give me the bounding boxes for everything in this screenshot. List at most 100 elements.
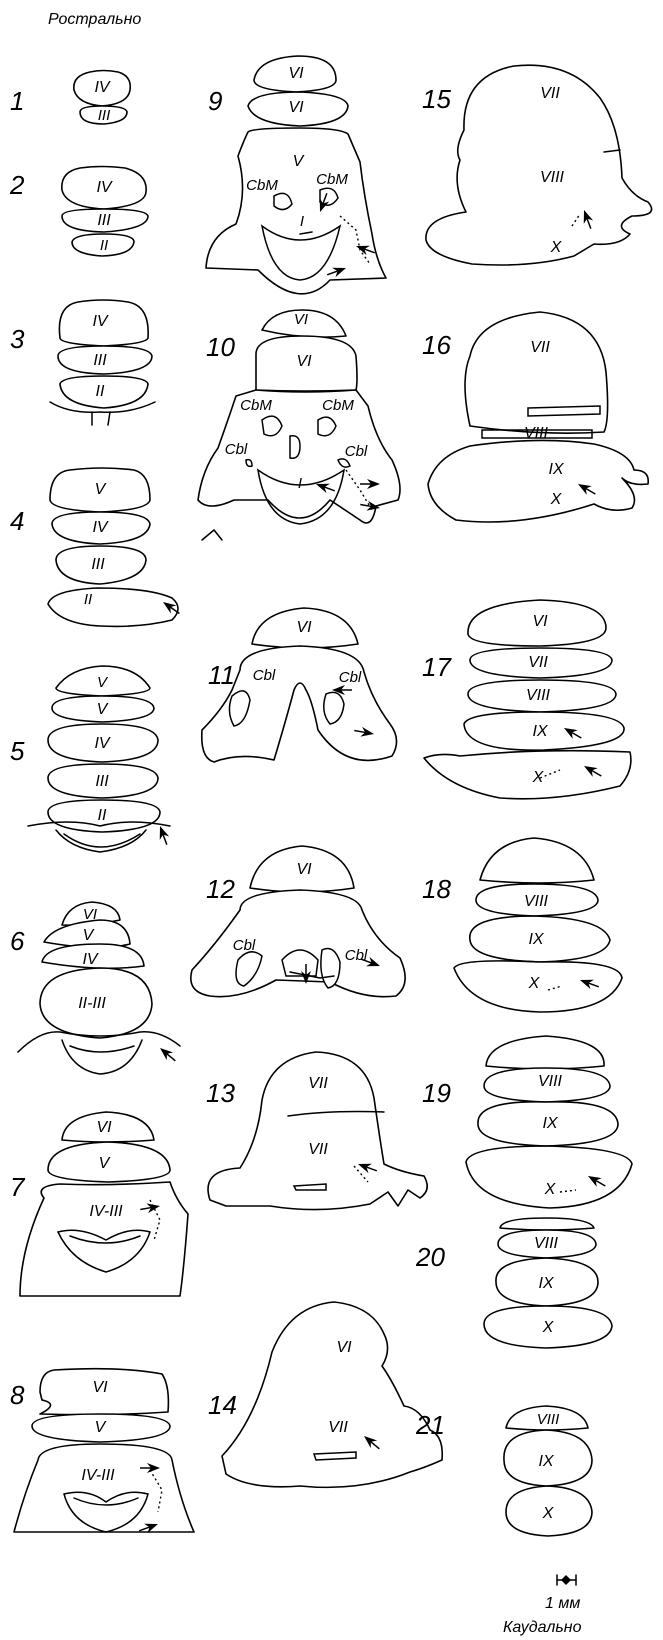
region-label: VIII bbox=[538, 1073, 563, 1090]
region-label: IX bbox=[528, 931, 544, 948]
region-label: I bbox=[300, 213, 304, 230]
region-label: VI bbox=[92, 1379, 108, 1396]
section-15: 15 VII VIII X bbox=[422, 65, 652, 265]
region-label: II bbox=[100, 237, 108, 254]
panel-number: 6 bbox=[10, 926, 25, 956]
section-21: 21 VIII IX X bbox=[415, 1406, 592, 1536]
region-label: IV bbox=[92, 313, 108, 330]
region-label: VII bbox=[528, 654, 548, 671]
region-label: Cbl bbox=[339, 669, 362, 686]
region-label: V bbox=[97, 701, 109, 718]
region-label: IV bbox=[94, 79, 110, 96]
section-14: 14 VI VII bbox=[208, 1302, 442, 1487]
region-label: IX bbox=[538, 1453, 554, 1470]
region-label: VIII bbox=[540, 169, 565, 186]
region-label: III bbox=[97, 212, 111, 229]
panel-number: 8 bbox=[10, 1380, 25, 1410]
caudal-caption: Каудально bbox=[503, 1619, 582, 1636]
region-label: V bbox=[99, 1155, 111, 1172]
panel-number: 17 bbox=[422, 652, 452, 682]
panel-number: 7 bbox=[10, 1172, 26, 1202]
region-label: VII bbox=[530, 339, 550, 356]
section-2: 2 IV III II bbox=[9, 167, 148, 257]
region-label: VI bbox=[294, 311, 308, 328]
panel-number: 9 bbox=[208, 86, 222, 116]
section-1: 1 IV III bbox=[10, 71, 130, 125]
region-label: IX bbox=[532, 723, 548, 740]
region-label: X bbox=[544, 1181, 557, 1198]
panel-number: 21 bbox=[415, 1410, 445, 1440]
region-label: IV-III bbox=[89, 1203, 123, 1220]
region-label: III bbox=[91, 556, 105, 573]
region-label: IX bbox=[538, 1275, 554, 1292]
panel-number: 1 bbox=[10, 86, 24, 116]
section-9: 9 VI VI V CbM CbM I bbox=[206, 56, 386, 294]
region-label: VI bbox=[83, 906, 97, 923]
section-13: 13 VII VII bbox=[206, 1052, 427, 1210]
section-5: 5 V V IV III II bbox=[10, 666, 172, 852]
region-label: X bbox=[550, 491, 563, 508]
region-label: VII bbox=[540, 85, 560, 102]
region-label: VI bbox=[288, 65, 304, 82]
region-label: Cbl bbox=[253, 667, 276, 684]
section-7: 7 VI V IV-III bbox=[10, 1112, 188, 1296]
region-label: VI bbox=[96, 1119, 112, 1136]
region-label: Cbl bbox=[225, 441, 248, 458]
panel-number: 10 bbox=[206, 332, 235, 362]
region-label: I bbox=[298, 475, 302, 492]
region-label: IV bbox=[92, 519, 108, 536]
panel-number: 11 bbox=[208, 660, 235, 690]
section-8: 8 VI V IV-III bbox=[10, 1369, 194, 1536]
region-label: VIII bbox=[537, 1411, 560, 1428]
region-label: CbM bbox=[240, 397, 272, 414]
region-label: X bbox=[528, 975, 541, 992]
panel-number: 20 bbox=[415, 1242, 445, 1272]
section-20: 20 VIII IX X bbox=[415, 1218, 612, 1348]
region-label: V bbox=[95, 1419, 107, 1436]
panel-number: 2 bbox=[9, 170, 25, 200]
panel-number: 3 bbox=[10, 324, 25, 354]
region-label: II-III bbox=[78, 995, 106, 1012]
region-label: VII bbox=[328, 1419, 348, 1436]
region-label: VIII bbox=[534, 1235, 559, 1252]
region-label: VI bbox=[336, 1339, 352, 1356]
section-18: 18 VIII IX X bbox=[422, 838, 622, 1012]
panel-number: 13 bbox=[206, 1078, 235, 1108]
region-label: VII bbox=[308, 1075, 328, 1092]
region-label: X bbox=[532, 769, 545, 786]
region-label: CbM bbox=[322, 397, 354, 414]
region-label: IV bbox=[94, 735, 110, 752]
section-17: 17 VI VII VIII IX X bbox=[422, 600, 631, 799]
panel-number: 18 bbox=[422, 874, 451, 904]
section-6: 6 VI V IV II-III bbox=[10, 902, 180, 1074]
region-label: VI bbox=[288, 99, 304, 116]
region-label: VI bbox=[532, 613, 548, 630]
panel-number: 16 bbox=[422, 330, 451, 360]
section-3: 3 IV III II bbox=[10, 300, 155, 425]
region-label: Cbl bbox=[345, 443, 368, 460]
region-label: IV bbox=[82, 951, 98, 968]
region-label: Cbl bbox=[233, 937, 256, 954]
region-label: X bbox=[542, 1505, 555, 1522]
region-label: VI bbox=[296, 353, 312, 370]
region-label: IX bbox=[542, 1115, 558, 1132]
panel-number: 12 bbox=[206, 874, 235, 904]
section-10: 10 VI VI CbM CbM Cbl Cbl I bbox=[198, 310, 400, 540]
region-label: VI bbox=[296, 861, 312, 878]
section-12: 12 VI Cbl Cbl bbox=[191, 846, 405, 997]
region-label: VIII bbox=[524, 425, 549, 442]
section-16: 16 VII VIII IX X bbox=[422, 312, 648, 522]
region-label: V bbox=[293, 153, 305, 170]
region-label: IV bbox=[96, 179, 112, 196]
region-label: II bbox=[96, 383, 105, 400]
region-label: III bbox=[95, 773, 109, 790]
region-label: IV-III bbox=[81, 1467, 115, 1484]
region-label: X bbox=[542, 1319, 555, 1336]
region-label: VI bbox=[296, 619, 312, 636]
panel-number: 5 bbox=[10, 736, 25, 766]
region-label: V bbox=[83, 927, 95, 944]
region-label: III bbox=[98, 107, 111, 124]
region-label: II bbox=[84, 591, 92, 608]
section-4: 4 V IV III II bbox=[10, 468, 182, 626]
